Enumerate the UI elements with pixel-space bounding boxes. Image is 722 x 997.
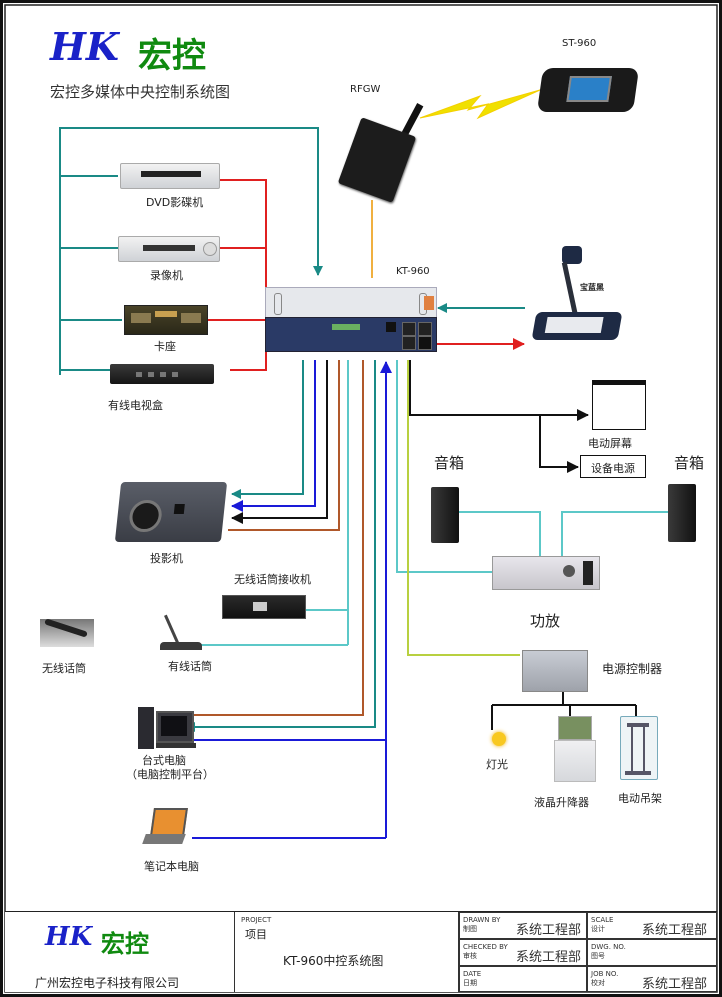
teal-video-bus — [59, 127, 323, 375]
mic-lines — [200, 360, 349, 646]
dvd-device[interactable] — [120, 163, 220, 189]
lighting-label: 灯光 — [486, 758, 508, 771]
inner-frame — [4, 4, 718, 993]
speaker-left-device[interactable] — [431, 487, 459, 543]
wireless-link-bolt — [419, 89, 541, 120]
project-label-cn: 项目 — [245, 928, 267, 941]
job-no-label-cn: 校对 — [591, 979, 605, 987]
dwg-no-cell: DWG. NO.图号 — [587, 939, 717, 966]
lcd-lift-label: 液晶升降器 — [534, 796, 589, 809]
job-no-label-en: JOB NO. — [591, 970, 619, 978]
wireless-mic-receiver-device[interactable] — [222, 595, 306, 619]
logo-hk: HK — [50, 24, 119, 69]
controller-label: KT-960 — [396, 266, 430, 277]
wired-mic-label: 有线话筒 — [168, 660, 212, 673]
checked-by-label-cn: 审核 — [463, 952, 477, 960]
drawn-by-value: 系统工程部 — [516, 923, 582, 938]
power-controller-line — [407, 360, 520, 656]
lcd-lift-device[interactable] — [554, 716, 596, 782]
motorized-mount-device[interactable] — [620, 716, 658, 780]
projector-label: 投影机 — [150, 552, 183, 565]
motorized-screen-label: 电动屏幕 — [588, 437, 632, 450]
dwg-no-label-cn: 图号 — [591, 952, 605, 960]
cassette-device[interactable] — [124, 305, 208, 335]
drawn-by-label-en: DRAWN BY — [463, 916, 501, 924]
document-camera-device[interactable] — [528, 240, 628, 345]
document-camera-label: 宝蓝黑 — [580, 283, 604, 292]
scale-label-cn: 设计 — [591, 925, 605, 933]
project-name: KT-960中控系统图 — [283, 954, 384, 968]
job-no-cell: JOB NO.校对 系统工程部 — [587, 966, 717, 992]
title-block-logo-hk: HK — [45, 922, 93, 952]
wireless-mic-device[interactable] — [40, 618, 94, 647]
drawn-by-label-cn: 制图 — [463, 925, 477, 933]
screen-power-line — [409, 360, 589, 473]
checked-by-label-en: CHECKED BY — [463, 943, 508, 951]
projector-lines — [228, 360, 340, 531]
checked-by-value: 系统工程部 — [516, 950, 582, 965]
wired-mic-device[interactable] — [160, 612, 202, 650]
laptop-device[interactable] — [142, 808, 190, 848]
date-label-en: DATE — [463, 970, 482, 978]
cable-tv-box-label: 有线电视盒 — [108, 399, 163, 412]
title-block-logo-cell: HK 宏控 广州宏控电子科技有限公司 — [5, 912, 235, 992]
vcr-label: 录像机 — [150, 269, 183, 282]
red-audio-bus — [208, 179, 267, 371]
scale-value: 系统工程部 — [642, 923, 708, 938]
speaker-left-label: 音箱 — [434, 454, 465, 472]
wireless-mic-receiver-label: 无线话筒接收机 — [234, 573, 311, 586]
desktop-pc-label: 台式电脑 — [142, 754, 186, 767]
touch-panel-device[interactable] — [536, 68, 640, 112]
touch-panel-label: ST-960 — [562, 38, 597, 49]
dvd-label: DVD影碟机 — [146, 196, 204, 209]
vcr-device[interactable] — [118, 236, 220, 262]
wireless-mic-label: 无线话筒 — [42, 662, 86, 675]
title-block-logo-chinese: 宏控 — [101, 930, 149, 958]
pc-lines — [178, 360, 392, 839]
speaker-lines — [458, 511, 668, 558]
equipment-power-box[interactable]: 设备电源 — [580, 455, 646, 478]
rfgw-label: RFGW — [350, 84, 381, 95]
title-block-project-cell: PROJECT 项目 KT-960中控系统图 — [235, 912, 459, 992]
title-block: HK 宏控 广州宏控电子科技有限公司 PROJECT 项目 KT-960中控系统… — [5, 912, 717, 992]
company-name: 广州宏控电子科技有限公司 — [35, 976, 180, 990]
power-controller-label: 电源控制器 — [602, 662, 663, 676]
logo-chinese: 宏控 — [138, 36, 206, 76]
scale-label-en: SCALE — [591, 916, 614, 924]
speaker-right-label: 音箱 — [674, 454, 705, 472]
speaker-right-device[interactable] — [668, 484, 696, 542]
power-branch — [491, 690, 637, 730]
projector-device[interactable] — [114, 482, 228, 542]
diagram-title: 宏控多媒体中央控制系统图 — [50, 83, 231, 101]
motorized-screen-device[interactable] — [592, 380, 646, 430]
desktop-pc-sublabel: （电脑控制平台） — [126, 768, 214, 781]
equipment-power-label: 设备电源 — [591, 462, 635, 475]
laptop-label: 笔记本电脑 — [144, 860, 199, 873]
cassette-label: 卡座 — [154, 340, 176, 353]
power-controller-device[interactable] — [522, 650, 588, 692]
job-no-value: 系统工程部 — [642, 977, 708, 992]
rfgw-device[interactable] — [337, 100, 424, 203]
lighting-bulb-icon[interactable] — [492, 732, 506, 746]
amplifier-label: 功放 — [530, 612, 561, 630]
motorized-mount-label: 电动吊架 — [618, 792, 662, 805]
amplifier-device[interactable] — [492, 556, 600, 590]
dwg-no-label-en: DWG. NO. — [591, 943, 626, 951]
desktop-pc-device[interactable] — [138, 705, 196, 749]
cable-tv-box-device[interactable] — [110, 364, 214, 384]
controller-kt960[interactable] — [265, 287, 437, 353]
project-label-en: PROJECT — [241, 916, 272, 924]
date-label-cn: 日期 — [463, 979, 477, 987]
amp-line — [396, 360, 492, 573]
